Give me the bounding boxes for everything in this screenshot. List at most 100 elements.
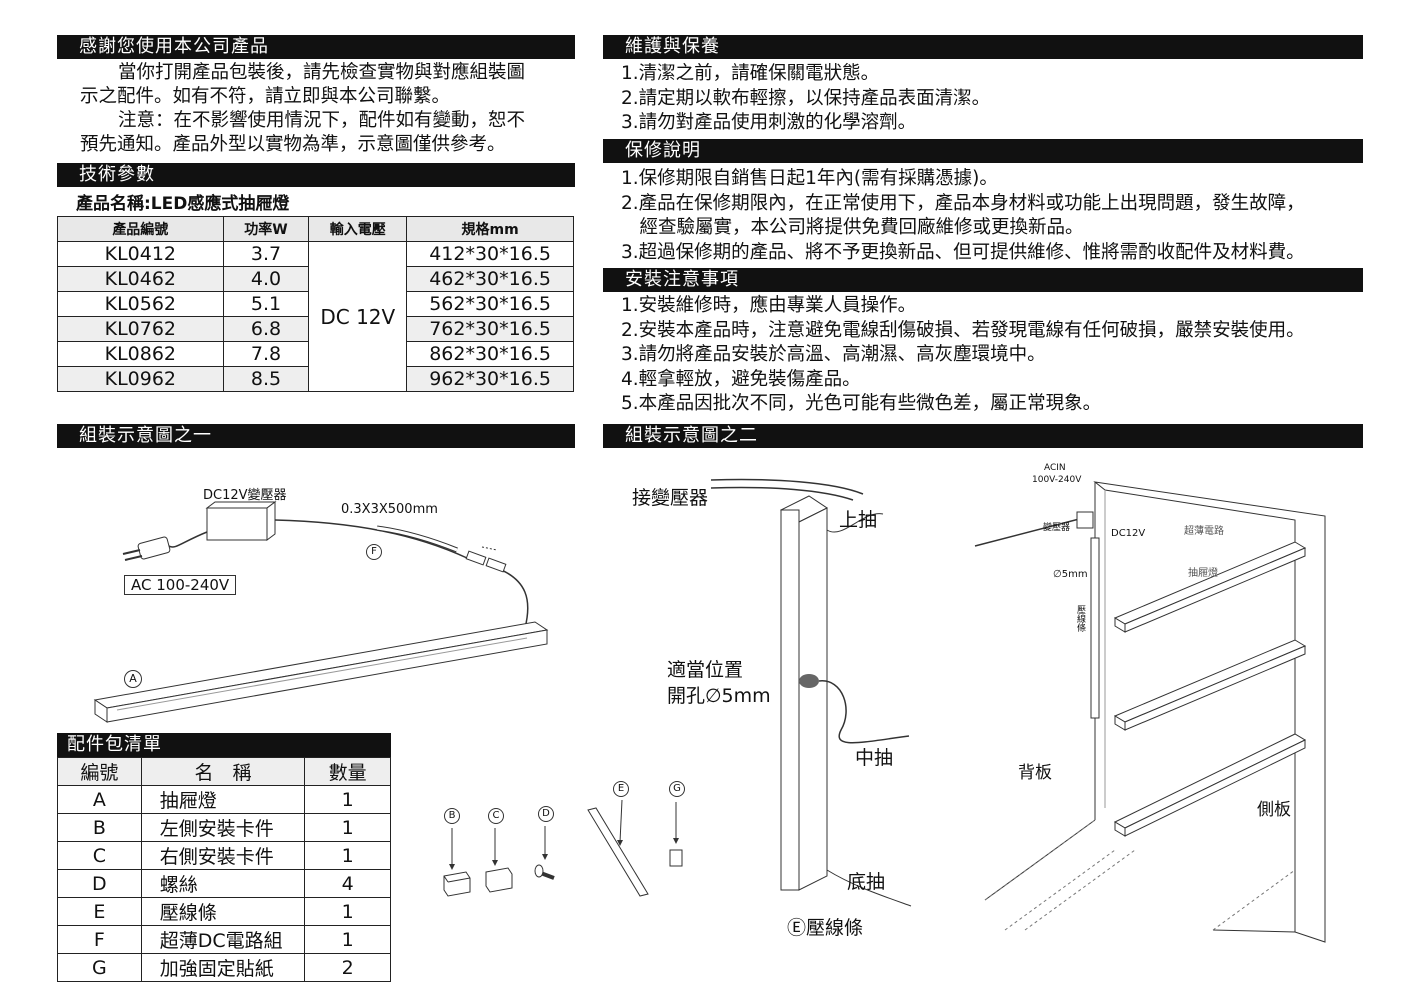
part-name: 壓線條: [140, 897, 306, 926]
part-qty: 2: [304, 953, 391, 982]
acin-label: ACIN: [1044, 463, 1066, 473]
assembly-diagram-2-strip: [710, 478, 912, 907]
maintenance-item: 3.請勿對產品使用刺激的化學溶劑。: [621, 112, 917, 133]
circle-a-mark: A: [124, 670, 142, 688]
spec-code: KL0862: [57, 341, 224, 367]
part-id: E: [57, 897, 142, 926]
transformer-conn-label: 接變壓器: [632, 487, 709, 509]
thin-circuit: [376, 525, 507, 573]
press-strip-part: [587, 799, 649, 897]
spec-code: KL0562: [57, 291, 224, 317]
maintenance-item: 2.請定期以軟布輕擦，以保持產品表面清潔。: [621, 87, 991, 109]
part-name: 右側安裝卡件: [140, 841, 306, 870]
side-panel-label: 側板: [1257, 800, 1291, 820]
section-header-thanks: 感謝您使用本公司產品: [57, 35, 575, 59]
assembly-diagram-2-cabinet: [974, 481, 1326, 943]
spec-power: 4.0: [222, 266, 310, 292]
spec-size: 862*30*16.5: [406, 341, 574, 367]
part-qty: 1: [304, 841, 391, 870]
part-name: 加強固定貼紙: [140, 953, 306, 982]
part-name: 左側安裝卡件: [140, 813, 306, 842]
spec-power: 5.1: [222, 291, 310, 317]
thanks-line-3: 注意：在不影響使用情況下，配件如有變動，恕不: [118, 110, 526, 131]
transformer-box: [205, 501, 277, 541]
part-qty: 4: [304, 869, 391, 898]
sticker-part: [669, 802, 683, 867]
parts-header-id: 編號: [57, 757, 142, 786]
install-item: 1.安裝維修時，應由專業人員操作。: [621, 295, 917, 316]
spec-power: 6.8: [222, 316, 310, 342]
part-id: F: [57, 925, 142, 954]
right-clip-part: [485, 828, 513, 893]
warranty-item: 3.超過保修期的產品、將不予更換新品、但可提供維修、惟將需酌收配件及材料費。: [621, 241, 1305, 263]
part-name: 超薄DC電路組: [140, 925, 306, 954]
parts-illustration: [443, 799, 683, 897]
drawer-light-top: [1113, 541, 1307, 633]
spec-code: KL0412: [57, 241, 224, 267]
hole-5mm: [799, 674, 819, 688]
circle-e-mark: E: [613, 781, 629, 797]
strip-small-label: 壓線條: [1075, 605, 1085, 632]
spec-code: KL0462: [57, 266, 224, 292]
thanks-line-2: 示之配件。如有不符，請立即與本公司聯繫。: [80, 86, 451, 107]
part-id: A: [57, 785, 142, 814]
phi5mm-label: ∅5mm: [1053, 569, 1088, 580]
top-drawer-label: 上抽: [839, 509, 878, 531]
acin-voltage-label: 100V-240V: [1032, 475, 1082, 485]
circle-b-mark: B: [444, 808, 460, 824]
spec-size: 762*30*16.5: [406, 316, 574, 342]
vertical-strip: [1090, 537, 1100, 719]
part-id: G: [57, 953, 142, 982]
drawer-light-middle: [1113, 639, 1307, 731]
drawer-light-bar: [93, 621, 549, 723]
screw-part: [534, 826, 555, 880]
spec-size: 412*30*16.5: [406, 241, 574, 267]
bottom-drawer-label: 底抽: [847, 871, 886, 893]
product-name: 產品名稱:LED感應式抽屜燈: [76, 194, 290, 214]
parts-header-qty: 數量: [304, 757, 391, 786]
part-name: 螺絲: [140, 869, 306, 898]
press-strip-label: Ⓔ壓線條: [787, 917, 864, 939]
spec-header-size: 規格mm: [406, 216, 574, 242]
section-header-install: 安裝注意事項: [603, 268, 1363, 292]
thanks-line-1: 當你打開產品包裝後，請先檢查實物與對應組裝圖: [118, 62, 526, 83]
spec-power: 8.5: [222, 366, 310, 392]
plug-icon: [122, 536, 171, 561]
thin-circuit-label: 超薄電路: [1184, 526, 1224, 537]
dc12v-label: DC12V: [1111, 528, 1146, 539]
install-item: 5.本產品因批次不同，光色可能有些微色差，屬正常現象。: [621, 393, 1102, 414]
warranty-list: 1.保修期限自銷售日起1年內(需有採購憑據)。 2.產品在保修期限內，在正常使用…: [621, 167, 1305, 265]
install-item: 2.安裝本產品時，注意避免電線刮傷破損、若發現電線有任何破損，嚴禁安裝使用。: [621, 319, 1305, 341]
spec-header-power: 功率W: [222, 216, 310, 242]
back-panel-label: 背板: [1018, 763, 1052, 783]
spec-size: 962*30*16.5: [406, 366, 574, 392]
warranty-item: 1.保修期限自銷售日起1年內(需有採購憑據)。: [621, 168, 998, 189]
spec-power: 7.8: [222, 341, 310, 367]
small-transformer: [1076, 511, 1094, 529]
circle-f-mark: F: [366, 544, 382, 560]
vertical-panel: [780, 495, 828, 891]
spec-header-voltage: 輸入電壓: [308, 216, 408, 242]
transformer-label: DC12V變壓器: [203, 488, 287, 503]
small-transformer-label: 變壓器: [1043, 523, 1071, 533]
section-header-assembly-1: 組裝示意圖之一: [57, 424, 575, 448]
install-item: 4.輕拿輕放，避免裝傷產品。: [621, 368, 861, 390]
install-item: 3.請勿將產品安裝於高溫、高潮濕、高灰塵環境中。: [621, 344, 1046, 365]
part-qty: 1: [304, 925, 391, 954]
circle-g-mark: G: [669, 781, 685, 797]
part-qty: 1: [304, 897, 391, 926]
section-header-tech: 技術參數: [57, 163, 575, 187]
section-header-warranty: 保修說明: [603, 139, 1363, 163]
spec-size: 562*30*16.5: [406, 291, 574, 317]
spec-power: 3.7: [222, 241, 310, 267]
hole-position-label-1: 適當位置: [667, 659, 744, 681]
section-header-parts: 配件包清單: [57, 733, 391, 757]
maintenance-list: 1.清潔之前，請確保關電狀態。 2.請定期以軟布輕擦，以保持產品表面清潔。 3.…: [621, 62, 990, 136]
spec-table: 產品編號 功率W 輸入電壓 規格mm KL0412 3.7 DC 12V 412…: [57, 216, 574, 392]
section-header-assembly-2: 組裝示意圖之二: [603, 424, 1363, 448]
part-id: D: [57, 869, 142, 898]
left-clip-part: [443, 828, 471, 897]
spec-code: KL0962: [57, 366, 224, 392]
part-qty: 1: [304, 785, 391, 814]
